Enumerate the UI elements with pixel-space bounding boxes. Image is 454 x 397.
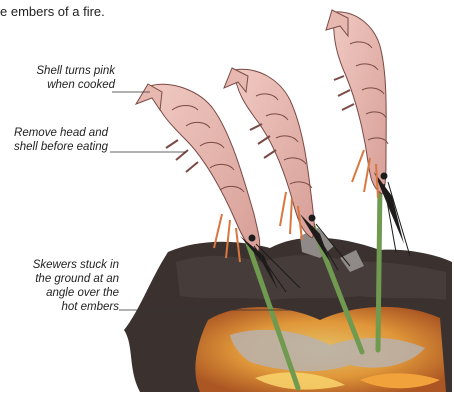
callout-shell-pink: Shell turns pink when cooked	[36, 64, 115, 92]
callout-skewers: Skewers stuck in the ground at an angle …	[33, 258, 119, 314]
callout-remove-head: Remove head and shell before eating	[14, 126, 108, 154]
intro-text: e embers of a fire.	[0, 4, 105, 19]
shrimp-illustration-3	[326, 10, 410, 256]
skewer-3	[378, 184, 380, 350]
